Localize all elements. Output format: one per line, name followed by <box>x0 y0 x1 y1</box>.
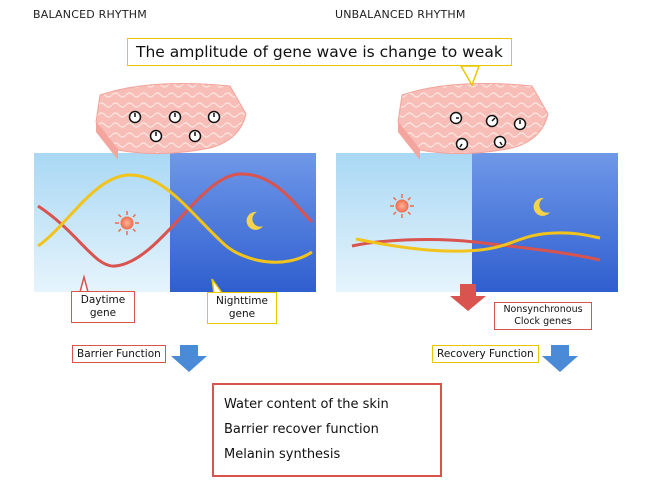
melanin-synthesis-row: Melanin synthesis <box>224 447 341 462</box>
sun-icon <box>115 211 139 235</box>
balanced-rhythm-header: BALANCED RHYTHM <box>33 8 147 21</box>
nonsynchronous-clock-genes-label: Nonsynchronous Clock genes <box>494 302 592 330</box>
left-night-background <box>170 153 316 292</box>
unbalanced-rhythm-header: UNBALANCED RHYTHM <box>335 8 466 21</box>
down-blue-arrow-icon <box>542 345 578 372</box>
water-content-row: Water content of the skin <box>224 397 389 412</box>
down-blue-arrow-icon <box>171 345 207 372</box>
moon-icon <box>246 211 263 230</box>
daytime-gene-label-line1: Daytime <box>80 294 126 306</box>
callout-pointer <box>459 65 481 87</box>
right-clock-icons <box>449 111 527 151</box>
daytime-gene-wave <box>37 172 314 268</box>
barrier-function-label: Barrier Function <box>72 345 166 363</box>
moon-icon <box>533 197 550 216</box>
left-day-background <box>34 153 170 292</box>
down-red-arrow-icon <box>450 284 486 311</box>
effects-summary-box: Water content of the skin Barrier recove… <box>212 383 442 477</box>
daytime-gene-wave-weak <box>351 237 601 262</box>
right-skin-tissue <box>397 82 549 160</box>
nighttime-gene-label: Nighttime gene <box>207 292 277 324</box>
nonsync-line1: Nonsynchronous <box>503 304 583 315</box>
nighttime-gene-wave <box>37 173 313 264</box>
barrier-recover-row: Barrier recover function <box>224 422 379 437</box>
recovery-function-label: Recovery Function <box>432 345 539 363</box>
right-night-background <box>472 153 618 292</box>
amplitude-callout: The amplitude of gene wave is change to … <box>127 38 512 66</box>
nonsync-line2: Clock genes <box>514 316 572 327</box>
left-clock-icons <box>128 110 221 143</box>
daytime-gene-label-line2: gene <box>89 307 117 319</box>
daytime-gene-label: Daytime gene <box>71 291 135 323</box>
nighttime-gene-wave-weak <box>355 231 601 253</box>
right-day-background <box>336 153 472 292</box>
nighttime-gene-label-line2: gene <box>228 308 256 320</box>
nighttime-gene-label-line1: Nighttime <box>216 295 268 307</box>
sun-icon <box>390 194 414 218</box>
